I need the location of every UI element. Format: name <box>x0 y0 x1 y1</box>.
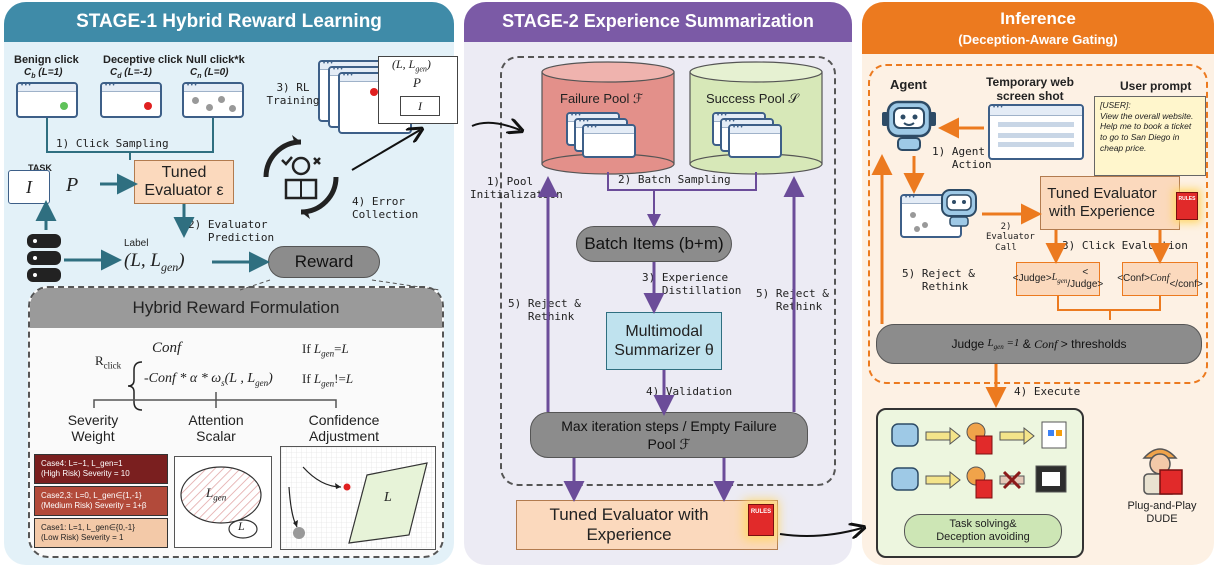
inference-dashed-region <box>868 64 1208 384</box>
label-caption: Label <box>124 238 149 249</box>
validation-label: 4) Validation <box>646 385 733 398</box>
stage1-title: STAGE-1 Hybrid Reward Learning <box>76 11 382 32</box>
confidence-l: L <box>384 490 392 505</box>
rules-book-text: RULES <box>750 509 772 515</box>
stage2-output-box: Tuned Evaluator with Experience <box>516 500 778 550</box>
batch-sampling-label: 2) Batch Sampling <box>618 173 731 186</box>
attention-venn <box>174 456 272 548</box>
benign-click-window <box>16 82 78 118</box>
agent-robot-icon <box>878 96 940 152</box>
rules-book-icon: RULES <box>748 504 774 536</box>
multimodal-summarizer-box: Multimodal Summarizer θ <box>606 312 722 370</box>
case23-line2: (Medium Risk) Severity = 1+β <box>41 501 147 510</box>
case1-line1: Case1: L=1, L_gen∈{0,-1} <box>41 523 135 532</box>
execute-label: 4) Execute <box>1014 385 1081 398</box>
reward-pill: Reward <box>268 246 380 278</box>
venn-l: L <box>238 519 245 533</box>
deceptive-click-label: Deceptive click <box>103 54 183 66</box>
case23-line1: Case2,3: L=0, L_gen∈{1,-1} <box>41 491 142 500</box>
venn-lgen: Lgen <box>206 485 227 503</box>
plug-and-play-icon <box>1130 440 1190 496</box>
stage2-header <box>464 2 852 42</box>
conf-tag-box: <Conf> Conf</conf> <box>1117 262 1203 296</box>
task-image: I <box>8 170 50 204</box>
severity-case23: Case2,3: L=0, L_gen∈{1,-1} (Medium Risk)… <box>34 486 168 516</box>
click-evaluation-label: 3) Click Evaluation <box>1062 239 1188 252</box>
user-prompt-note: [USER]: View the overall website. Help m… <box>1094 96 1206 176</box>
sample-card-i: I <box>400 96 440 116</box>
case1-line2: (Low Risk) Severity = 1 <box>41 533 124 542</box>
benign-click-formula: Cb (L=1) <box>24 67 63 80</box>
stage2-title: STAGE-2 Experience Summarization <box>502 11 814 31</box>
case2-cond: If Lgen!=L <box>302 371 354 389</box>
stage1-header <box>4 2 454 42</box>
user-text: View the overall website. Help me to boo… <box>1100 110 1194 153</box>
reject-right-label: 5) Reject & Rethink <box>756 287 829 313</box>
case2-expr: -Conf * α * ωs(L , Lgen) <box>144 371 273 388</box>
case1-expr: Conf <box>152 340 182 356</box>
database-icon <box>26 232 62 286</box>
case4-line1: Case4: L=−1, L_gen=1 <box>41 459 123 468</box>
severity-case1: Case1: L=1, L_gen∈{0,-1} (Low Risk) Seve… <box>34 518 168 548</box>
sample-card-label: (L, Lgen) <box>392 57 431 74</box>
inference-rules-text: RULES <box>1178 196 1196 202</box>
inference-reject-label: 5) Reject & Rethink <box>902 267 975 293</box>
rl-loop-icon <box>246 122 356 232</box>
inference-evaluator-box: Tuned Evaluator with Experience <box>1040 176 1180 230</box>
inference-header <box>862 2 1214 54</box>
evaluator-prediction-label: 2) Evaluator Prediction <box>188 218 275 244</box>
inference-rules-icon: RULES <box>1176 192 1198 220</box>
null-click-window <box>182 82 244 118</box>
execution-flow-1 <box>890 418 1070 458</box>
failure-window-1 <box>582 124 636 158</box>
case1-cond: If Lgen=L <box>302 341 349 359</box>
r-click-label: Rclick <box>95 353 122 371</box>
inference-title: Inference <box>1000 9 1076 28</box>
max-iteration-pill: Max iteration steps / Empty Failure Pool… <box>530 412 808 458</box>
agent-robot-small-icon <box>936 186 982 228</box>
judge-tag-box: <Judge> Lgen</Judge> <box>1013 262 1103 296</box>
reject-left-label: 5) Reject & Rethink <box>508 297 581 323</box>
success-pool-label: Success Pool 𝒮 <box>706 91 799 106</box>
failure-pool-label: Failure Pool ℱ <box>560 91 644 106</box>
null-click-label: Null click*k <box>186 54 245 66</box>
null-click-formula: Cn (L=0) <box>190 67 229 80</box>
temp-screenshot-window <box>988 104 1084 160</box>
inference-subtitle: (Deception-Aware Gating) <box>958 32 1118 47</box>
agent-action-label: 1) Agent Action <box>932 145 992 171</box>
task-prompt: P <box>66 174 79 196</box>
experience-distillation-label: 3) Experience Distillation <box>642 271 742 297</box>
batch-items-pill: Batch Items (b+m) <box>576 226 732 262</box>
benign-click-label: Benign click <box>14 54 79 66</box>
case4-line2: (High Risk) Severity = 10 <box>41 469 130 478</box>
deceptive-click-formula: Cd (L=-1) <box>110 67 152 80</box>
judge-rule-pill: Judge Lgen =1 & Conf > thresholds <box>876 324 1202 364</box>
user-tag: [USER]: <box>1100 100 1131 110</box>
deceptive-click-window <box>100 82 162 118</box>
user-prompt-label: User prompt <box>1120 79 1192 93</box>
click-sampling-label: 1) Click Sampling <box>56 137 169 150</box>
severity-case4: Case4: L=−1, L_gen=1 (High Risk) Severit… <box>34 454 168 484</box>
hybrid-reward-header <box>30 288 442 328</box>
label-value: (L, Lgen) <box>124 250 185 274</box>
agent-label: Agent <box>890 77 927 92</box>
task-solving-pill: Task solving&Deception avoiding <box>904 514 1062 548</box>
sample-card-p: P <box>413 75 421 90</box>
tuned-evaluator-box: Tuned Evaluator ε <box>134 160 234 204</box>
hybrid-reward-title: Hybrid Reward Formulation <box>132 298 340 317</box>
execution-flow-2 <box>890 462 1070 502</box>
confidence-plot <box>280 446 436 550</box>
stage2-dashed-region <box>500 56 836 486</box>
success-window-1 <box>728 124 782 158</box>
task-label: TASK <box>28 163 52 173</box>
